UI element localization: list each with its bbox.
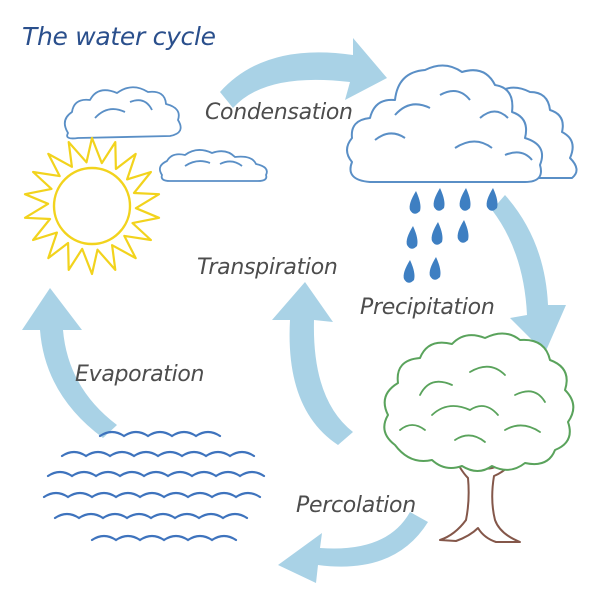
raindrop-icon xyxy=(409,191,421,214)
water-waves-icon xyxy=(42,430,266,542)
wave-line xyxy=(98,430,222,438)
rain xyxy=(403,188,498,283)
curved-arrow-icon-evaporation xyxy=(22,288,117,438)
rain-cloud-icon xyxy=(346,64,578,183)
diagram-title: The water cycle xyxy=(22,22,216,51)
raindrop-icon xyxy=(486,188,498,211)
sun-icon xyxy=(23,136,161,276)
curved-arrow-icon-percolation xyxy=(278,512,428,583)
label-condensation: Condensation xyxy=(205,100,353,125)
label-evaporation: Evaporation xyxy=(75,362,205,387)
wave-line xyxy=(46,470,266,478)
label-transpiration: Transpiration xyxy=(197,255,338,280)
cloud-icon-small xyxy=(158,149,268,182)
wave-line xyxy=(90,534,238,542)
raindrop-icon xyxy=(403,260,415,283)
arrows xyxy=(22,38,566,583)
wave-line xyxy=(42,491,262,499)
raindrop-icon xyxy=(459,188,471,211)
label-percolation: Percolation xyxy=(296,493,416,518)
raindrop-icon xyxy=(433,188,445,211)
label-precipitation: Precipitation xyxy=(360,295,495,320)
raindrop-icon xyxy=(429,257,441,280)
wave-line xyxy=(60,450,256,458)
sun-disc xyxy=(52,166,132,246)
raindrop-icon xyxy=(406,226,418,249)
raindrop-icon xyxy=(431,222,443,245)
raindrop-icon xyxy=(457,220,469,243)
curved-arrow-icon-condensation xyxy=(220,38,387,108)
tree-icon xyxy=(383,332,575,543)
curved-arrow-icon-precipitation xyxy=(492,195,566,353)
cloud-icon-left xyxy=(63,86,182,140)
wave-line xyxy=(53,512,249,520)
tree-canopy xyxy=(383,332,575,472)
curved-arrow-icon-transpiration xyxy=(272,282,353,445)
